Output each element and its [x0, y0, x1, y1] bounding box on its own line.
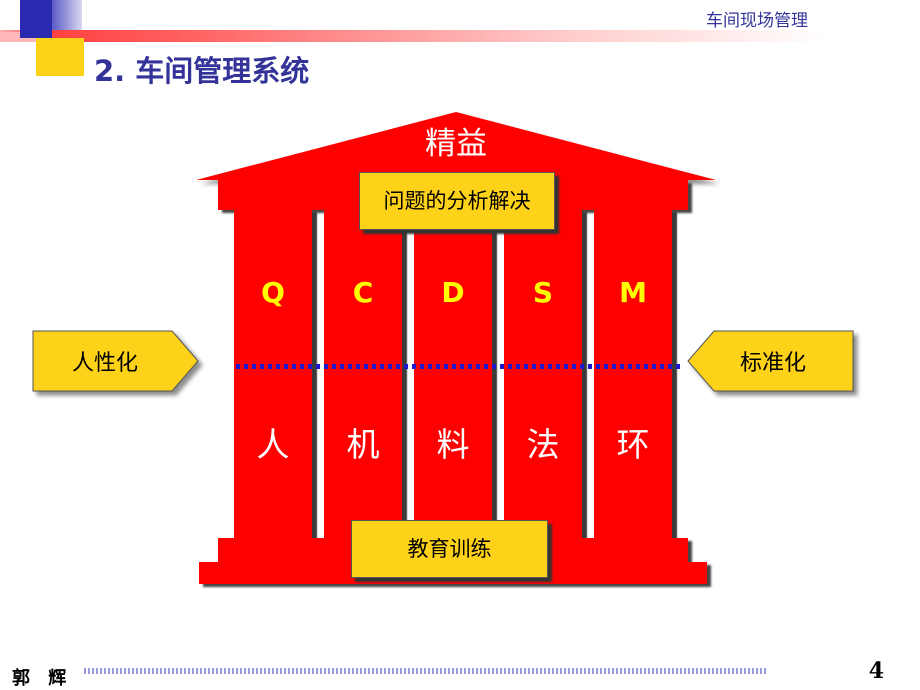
header-stripe: [0, 30, 920, 42]
header-accent-blue: [20, 0, 52, 38]
dotted-connector-line: [236, 364, 680, 369]
right-arrow-icon: [32, 330, 199, 392]
column-char: 环: [616, 425, 650, 464]
column-char: 人: [256, 425, 290, 464]
column-char: 法: [526, 425, 560, 464]
column-letter: D: [441, 276, 465, 309]
standardization-label: 标准化: [740, 351, 807, 376]
left-arrow-icon: [687, 330, 854, 392]
footer-dotted-line: [84, 668, 768, 674]
temple-roof: [196, 112, 716, 180]
temple-column-c: C 机: [324, 210, 402, 540]
standardization-arrow: 标准化: [684, 330, 854, 392]
temple-column-d: D 料: [414, 210, 492, 540]
header-accent-blue-gradient: [52, 0, 82, 30]
roof-label: 精益: [425, 126, 487, 162]
temple-column-s: S 法: [504, 210, 582, 540]
humanization-label: 人性化: [72, 351, 139, 376]
column-letter: M: [619, 276, 647, 309]
column-char: 料: [436, 425, 470, 464]
column-char: 机: [346, 425, 380, 464]
column-letter: C: [352, 276, 374, 309]
column-letter: S: [532, 276, 554, 309]
temple-column-q: Q 人: [234, 210, 312, 540]
footer-author: 郭 辉: [12, 668, 73, 689]
education-training-box: 教育训练: [351, 520, 548, 578]
humanization-arrow: 人性化: [32, 330, 202, 392]
header-accent-yellow: [36, 38, 84, 76]
header-title: 车间现场管理: [706, 11, 808, 31]
problem-solving-box: 问题的分析解决: [359, 172, 555, 230]
slide-title: 2. 车间管理系统: [94, 54, 310, 88]
column-letter: Q: [261, 276, 285, 309]
temple-column-m: M 环: [594, 210, 672, 540]
page-number: 4: [868, 658, 884, 684]
